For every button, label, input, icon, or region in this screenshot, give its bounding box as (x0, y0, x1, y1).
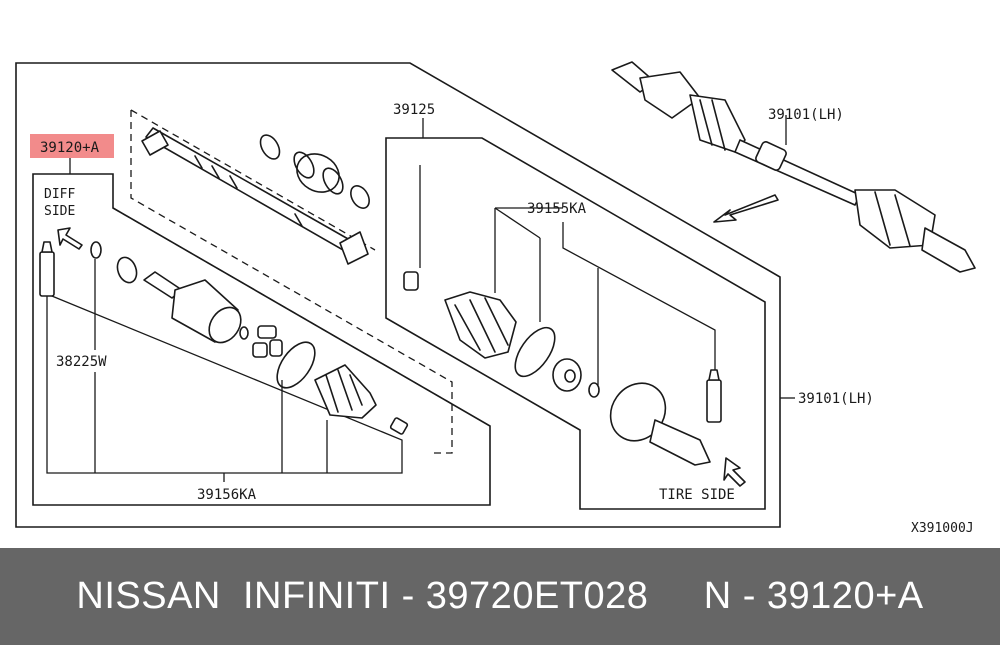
grease-tube-right (706, 369, 722, 423)
dynamic-damper (293, 151, 344, 195)
diff-side-label-line1: DIFF (44, 187, 75, 202)
outer-joint (609, 382, 711, 466)
circlip-inner (239, 326, 249, 340)
outer-boot (444, 291, 517, 359)
snap-ring-diff (90, 241, 102, 259)
dashed-top (130, 109, 376, 251)
frame-39125 (385, 137, 766, 510)
exploded-parts-diagram: 39120+A DIFF SIDE 39125 39155KA 39101(LH… (15, 61, 976, 536)
assembled-drive-shaft (611, 61, 976, 273)
frame-39120a (32, 173, 491, 506)
bearing-cage (552, 358, 582, 392)
inner-boot (314, 364, 377, 419)
leader-39156ka (46, 293, 403, 474)
half-shaft (141, 127, 369, 265)
part-label-39156ka[interactable]: 39156KA (197, 487, 257, 503)
tire-side-arrow (723, 457, 746, 487)
part-label-38225w[interactable]: 38225W (56, 354, 107, 370)
oil-seal (116, 256, 138, 284)
band-upper (350, 185, 370, 209)
part-label-39101-top[interactable]: 39101(LH) (768, 107, 844, 123)
outer-frame (15, 62, 781, 528)
dashed-shaft-boundary (130, 110, 453, 454)
leader-39155ka-top-b (494, 207, 541, 239)
direction-arrow (713, 194, 779, 223)
part-label-39101-right[interactable]: 39101(LH) (798, 391, 874, 407)
grease-tube-left (39, 241, 55, 297)
spider-assembly (252, 325, 283, 358)
diff-side-label-line2: SIDE (44, 204, 75, 219)
snap-ring-upper (259, 134, 281, 160)
figure-code: X391000J (911, 521, 974, 536)
diff-side-arrow (57, 227, 83, 250)
boot-clamp-small (389, 417, 409, 435)
inner-joint-housing (143, 271, 242, 344)
leader-grease-outer (562, 222, 716, 370)
part-label-39125[interactable]: 39125 (393, 102, 435, 118)
clamp-outer-small (403, 271, 419, 291)
circlip-outer (588, 382, 600, 398)
part-label-39155ka[interactable]: 39155KA (527, 201, 587, 217)
boot-band-inner (276, 341, 316, 389)
highlighted-part-box (30, 134, 114, 158)
band-outer (514, 326, 556, 378)
dashed-mid (112, 207, 453, 405)
caption-text: NISSAN INFINITI - 39720ET028 N - 39120+A (76, 575, 924, 617)
tire-side-label: TIRE SIDE (659, 487, 735, 503)
part-label-39120a[interactable]: 39120+A (40, 140, 100, 156)
caption-bar: NISSAN INFINITI - 39720ET028 N - 39120+A (0, 548, 1000, 645)
